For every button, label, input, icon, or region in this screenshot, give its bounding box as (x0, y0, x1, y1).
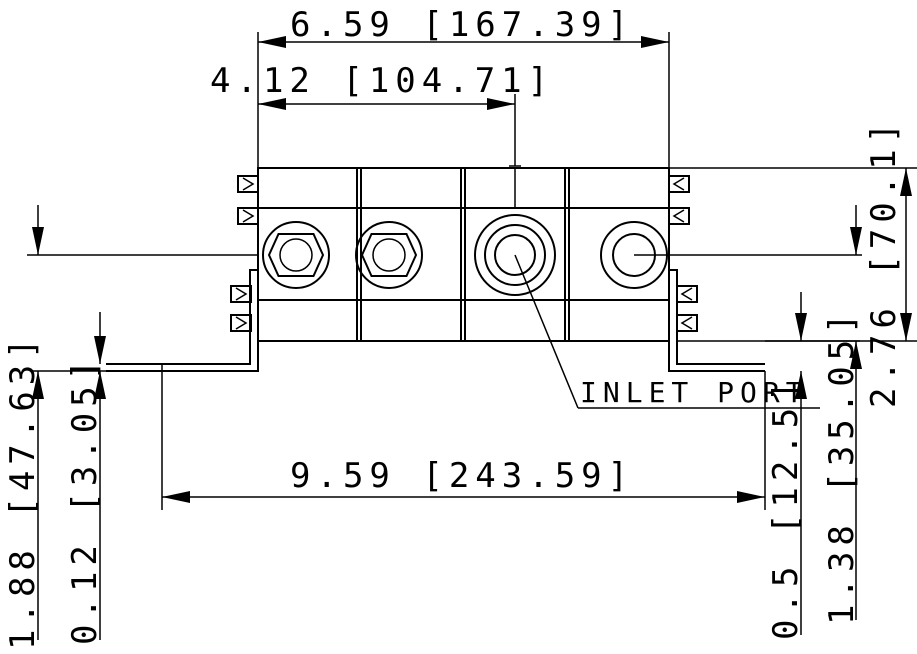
port-fitting-1 (262, 221, 330, 289)
dimension-overall-width: 6.59 [167.39] (258, 5, 669, 48)
inlet-port-fitting (474, 165, 556, 296)
inlet-port-callout: INLET PORT (514, 254, 820, 409)
dimension-mount-span: 9.59 [243.59] (162, 456, 765, 503)
bracket-left (106, 269, 259, 372)
dim-text-port-height-left: 1.88 [47.63] (3, 332, 43, 650)
dimension-flange-left: 0.12 [3.05] (65, 312, 106, 645)
port-fitting-2 (355, 221, 423, 289)
dimension-total-height-right: 2.76 [70.1] (864, 117, 912, 408)
dim-text-flange-right: 0.5 [12.5] (766, 375, 806, 640)
bracket-right (668, 269, 765, 372)
dim-text-mount-span: 9.59 [243.59] (290, 456, 634, 496)
dim-text-inlet-offset: 4.12 [104.71] (210, 61, 554, 101)
dimension-flange-right: 0.5 [12.5] (766, 292, 807, 640)
dim-text-overall-width: 6.59 [167.39] (290, 5, 634, 45)
extension-lines (27, 32, 917, 510)
manifold-body (257, 167, 670, 342)
dimension-inlet-offset: 4.12 [104.71] (210, 61, 554, 110)
dim-text-total-height-right: 2.76 [70.1] (864, 117, 904, 408)
side-screws-right (668, 175, 698, 332)
dimension-port-height-left: 1.88 [47.63] (3, 205, 44, 650)
dim-text-flange-left: 0.12 [3.05] (65, 354, 105, 645)
dim-text-port-height-right: 1.38 [35.05] (822, 307, 862, 625)
dimension-port-height-right: 1.38 [35.05] (822, 205, 862, 625)
inlet-port-label: INLET PORT (580, 376, 809, 409)
side-screws-left (230, 175, 259, 332)
